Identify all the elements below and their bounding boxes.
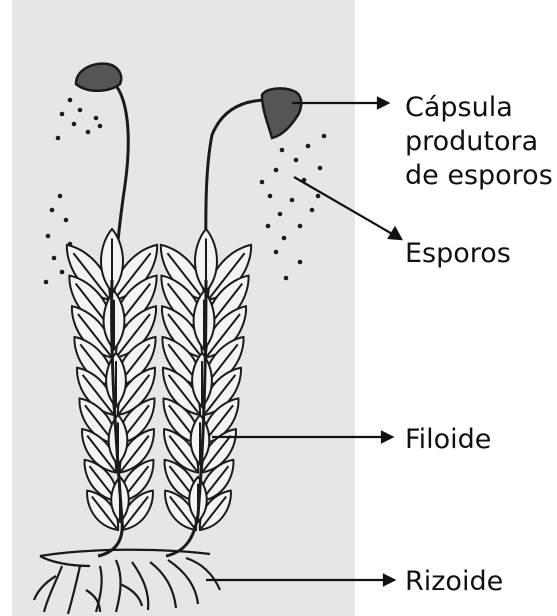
arrowhead-capsule [378,98,388,108]
spore-dot [284,276,289,281]
arrowhead-phylloid [382,432,392,442]
spore-dot [58,194,63,199]
label-capsule-line3: de esporos [405,160,553,191]
spore-dot [60,112,65,117]
arrowhead-spores [389,228,401,239]
label-capsule-line1: Cápsula [405,92,513,123]
spore-dot [322,134,327,139]
spore-dot [294,158,299,163]
spore-dot [280,148,285,153]
spore-dot [316,194,321,199]
spore-dot [50,208,55,213]
spore-dot [86,130,91,135]
spore-dot [98,124,103,129]
spore-dot [266,224,271,229]
spore-dot [78,108,83,113]
spore-dot [46,234,51,239]
label-spores: Esporos [405,238,511,269]
spore-dot [56,136,61,141]
spore-dot [64,218,69,223]
spore-dot [260,180,265,185]
label-phylloid: Filoide [405,424,491,455]
spore-dot [318,166,323,171]
spore-dot [44,280,49,285]
arrowhead-rhizoid [384,575,394,585]
label-rhizoid: Rizoide [405,566,503,597]
spore-dot [278,212,283,217]
spore-dot [68,242,73,247]
spore-dot [52,256,57,261]
spore-dot [306,144,311,149]
spore-dot [60,270,65,275]
spore-dot [274,250,279,255]
spore-dot [94,116,99,121]
spore-dot [282,236,287,241]
spore-dot [310,208,315,213]
spore-dot [298,260,303,265]
spore-dot [268,194,273,199]
spore-dot [290,198,295,203]
spore-dot [274,168,279,173]
spore-dot [68,98,73,103]
spore-dot [298,224,303,229]
spore-dot [72,122,77,127]
label-capsule-line2: produtora [405,126,538,157]
